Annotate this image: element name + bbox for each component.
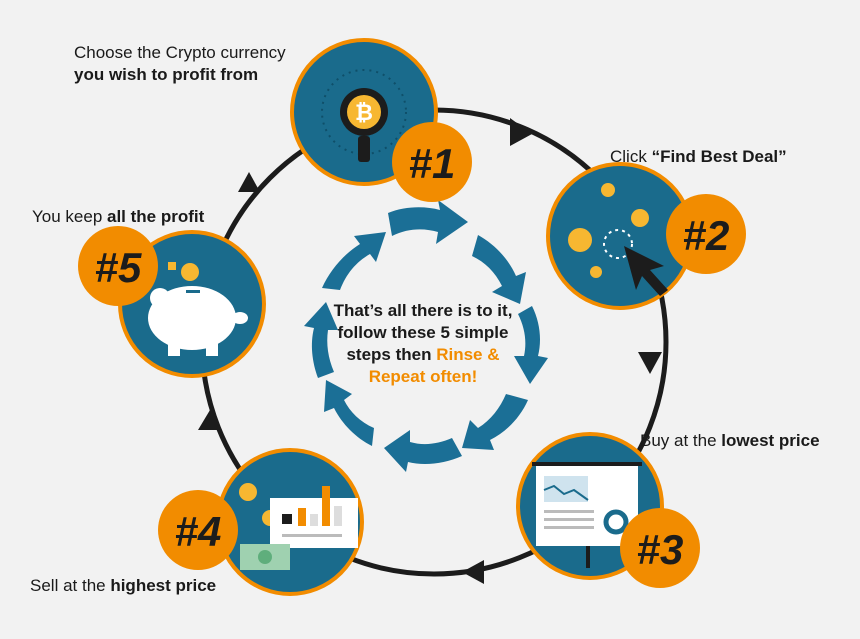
step-5-label-plain: You keep [32,207,107,226]
center-line-2: follow these 5 simple [337,323,509,342]
step-1-badge-text: #1 [409,140,456,187]
step-5-badge [78,226,158,306]
step-3-label-plain: Buy at the [640,431,722,450]
coins-cursor-click-icon [568,183,668,296]
step-5-label: You keep all the profit [32,206,204,228]
piggy-bank-icon [148,262,248,356]
step-2-badge [666,194,746,274]
step-3-label-bold: lowest price [721,431,820,450]
step-4-label-plain: Sell at the [30,576,111,595]
inner-arrow-h [322,232,386,290]
inner-arrow-c [514,306,548,384]
step-3-label: Buy at the lowest price [640,430,820,452]
inner-cycle-arrows [304,200,548,472]
step-4-label: Sell at the highest price [30,575,216,597]
bitcoin-magnifier-icon: ₿ [321,69,407,162]
step-4-badge-text: #4 [175,508,222,555]
center-line-4-highlight: Repeat often! [368,367,478,386]
step-5-badge-text: #5 [95,244,142,291]
step-1-badge [392,122,472,202]
step-1: ₿ #1 [290,38,472,202]
presentation-chart-icon [532,462,642,568]
step-2-label-bold: “Find Best Deal” [651,147,787,166]
step-3-badge [620,508,700,588]
step-2: #2 [546,162,746,310]
step-1-label: Choose the Crypto currency you wish to p… [74,42,286,86]
step-5: #5 [78,226,266,378]
step-4-badge [158,490,238,570]
inner-arrow-g [304,302,338,378]
step-4-label-bold: highest price [110,576,217,595]
inner-arrow-f [324,380,374,446]
ring-arrow-2to3 [638,352,662,374]
inner-arrow-a [388,200,468,244]
step-5-label-bold: all the profit [107,207,205,226]
center-message: That’s all there is to it, follow these … [318,300,528,388]
center-line-3-highlight: Rinse & [436,345,500,364]
step-2-label-plain: Click [610,147,652,166]
center-line-1: That’s all there is to it, [333,301,513,320]
step-2-badge-text: #2 [683,212,730,259]
ring-arrow-5to1 [238,172,260,192]
step-3: #3 [516,432,700,588]
step-3-badge-text: #3 [637,526,684,573]
inner-arrow-e [384,430,462,472]
step-1-label-plain: Choose the Crypto currency [74,43,286,62]
step-2-label: Click “Find Best Deal” [610,146,787,168]
inner-arrow-d [462,394,528,450]
ring-arrow-1to2 [510,118,532,146]
ring-arrow-4to5 [198,410,222,430]
step-4: #4 [158,448,364,596]
center-line-3-plain: steps then [346,345,437,364]
inner-arrow-b [472,235,526,304]
ring-arrow-3to4 [462,560,484,584]
money-bar-chart-icon [239,483,358,570]
ring-direction-arrows [198,118,662,584]
step-1-label-bold: you wish to profit from [74,65,259,84]
svg-text:₿: ₿ [355,100,373,125]
